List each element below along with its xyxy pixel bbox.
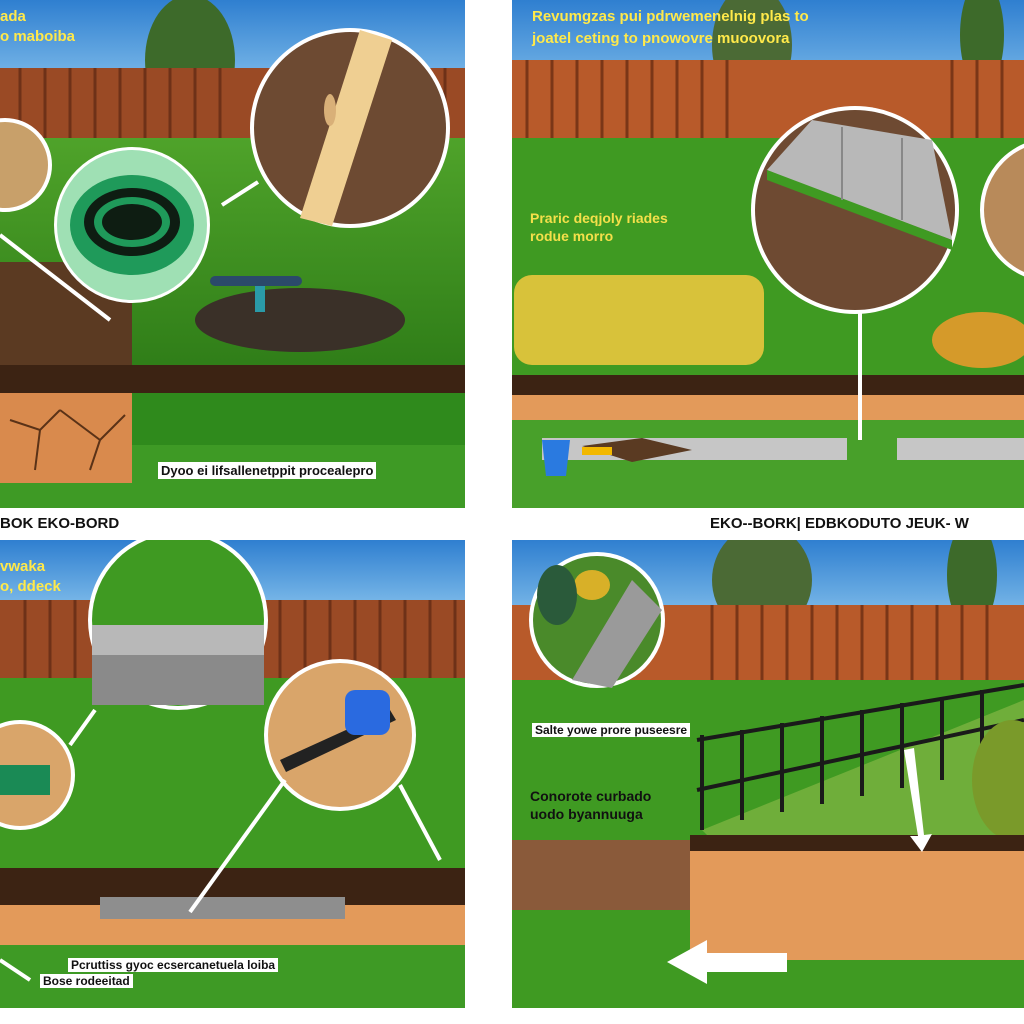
dirt-pile bbox=[195, 288, 405, 352]
soil-layer bbox=[0, 365, 465, 395]
caption: Dyoo ei lifsallenetppit procealepro bbox=[158, 462, 377, 479]
top-right-illustration bbox=[512, 0, 1024, 508]
callout: Salte yowe prore puseesre bbox=[532, 723, 691, 737]
divider-label-right: EKO--BORK| EDBKODUTO JEUK- W bbox=[710, 515, 969, 532]
heading-line-1: Revumgzas pui pdrwemenelnig plas to bbox=[532, 8, 809, 25]
sand-layer bbox=[0, 393, 132, 483]
soil-circle bbox=[980, 143, 1024, 277]
sand-layer bbox=[512, 395, 1024, 420]
down-arrow bbox=[904, 748, 932, 852]
orange-shrub bbox=[932, 312, 1024, 368]
heading-line-2: o maboiba bbox=[0, 28, 76, 45]
edging-strip bbox=[897, 438, 1024, 460]
panel-top-right: Revumgzas pui pdrwemenelnig plas to joat… bbox=[512, 0, 1024, 508]
caption-line-1: Pcruttiss gyoc ecsercanetuela loiba bbox=[68, 958, 279, 972]
fence bbox=[512, 60, 1024, 140]
heading-line-1: vwaka bbox=[0, 558, 46, 575]
soil-top bbox=[690, 835, 1024, 851]
left-arrow bbox=[667, 940, 787, 984]
sand-circle bbox=[0, 118, 52, 212]
wood-edging-circle bbox=[250, 28, 450, 228]
panel-bottom-right: Salte yowe prore puseesre Conorote curba… bbox=[512, 540, 1024, 1008]
label-line-1: Praric deqjoly riades bbox=[530, 210, 668, 226]
yellow-hedge bbox=[514, 275, 764, 365]
soil-layer bbox=[512, 375, 1024, 397]
top-left-illustration bbox=[0, 0, 465, 508]
bucket-and-trowel bbox=[542, 438, 692, 476]
label-line-2: rodue morro bbox=[530, 228, 614, 244]
caption-line-2: Bose rodeeitad bbox=[40, 974, 133, 988]
label-line-1: Conorote curbado bbox=[530, 788, 652, 804]
green-edging-roll bbox=[54, 147, 210, 303]
hands-cutting-circle bbox=[264, 659, 416, 811]
sand-edge bbox=[690, 840, 1024, 960]
bottom-right-illustration bbox=[512, 540, 1024, 1008]
panel-top-left: ada o maboiba Dyoo ei lifsallenetppit pr… bbox=[0, 0, 465, 508]
green-tool-circle bbox=[0, 720, 75, 830]
divider-label-left: BOK EKO-BORD bbox=[0, 515, 120, 532]
grass-strip bbox=[132, 393, 465, 445]
heading-line-2: joatel ceting to pnowovre muoovora bbox=[532, 30, 790, 47]
panel-bottom-left: vwaka o, ddeck Pcruttiss gyoc ecsercanet… bbox=[0, 540, 465, 1008]
heading-line-1: ada bbox=[0, 8, 26, 25]
heading-line-2: o, ddeck bbox=[0, 578, 61, 595]
concrete-curb-circle bbox=[751, 106, 959, 314]
stone-path-circle bbox=[529, 552, 665, 688]
concrete-layers-circle bbox=[88, 540, 268, 710]
shovel bbox=[210, 276, 302, 312]
concrete-edge bbox=[100, 897, 345, 919]
bottom-left-illustration bbox=[0, 540, 465, 1008]
shrub bbox=[972, 720, 1024, 840]
label-line-2: uodo byannuuga bbox=[530, 806, 643, 822]
